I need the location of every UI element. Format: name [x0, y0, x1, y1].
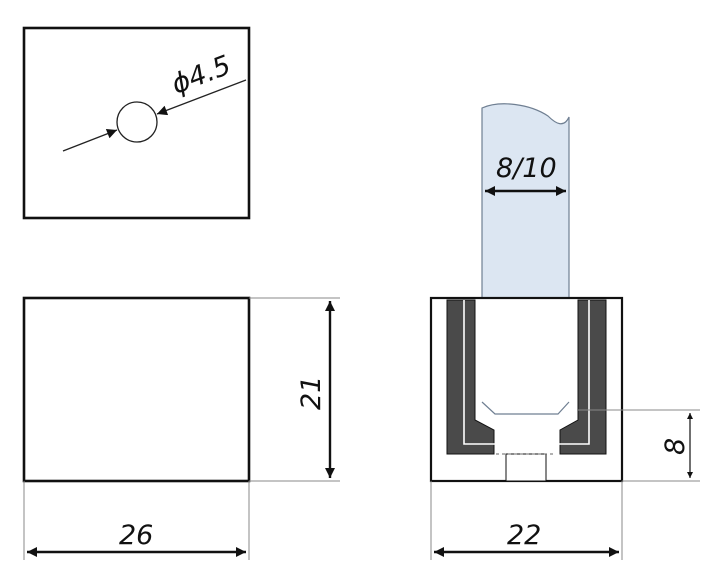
rubber-insert-right — [559, 299, 607, 455]
height-label: 21 — [296, 376, 327, 410]
top-view-outline — [22, 26, 251, 220]
section-view: 8/10 8 22 — [429, 103, 700, 560]
width-front-label: 26 — [119, 520, 153, 551]
hole-leader-left — [62, 128, 118, 152]
front-view: 21 26 — [22, 296, 340, 560]
inner-channel — [479, 300, 574, 427]
screw-hole — [505, 453, 547, 482]
glass-thickness-label: 8/10 — [496, 153, 557, 184]
rubber-insert-left — [446, 299, 495, 455]
depth-label: 8 — [660, 438, 691, 455]
glass-bevel — [481, 401, 570, 415]
mounting-hole — [116, 101, 158, 143]
inner-channel-lower — [463, 300, 590, 445]
top-view: ϕ4.5 — [22, 26, 251, 220]
hole-diameter-label: ϕ4.5 — [167, 50, 235, 101]
hole-leader-right — [156, 79, 247, 116]
width-side-label: 22 — [507, 520, 541, 551]
front-view-outline — [22, 296, 251, 483]
